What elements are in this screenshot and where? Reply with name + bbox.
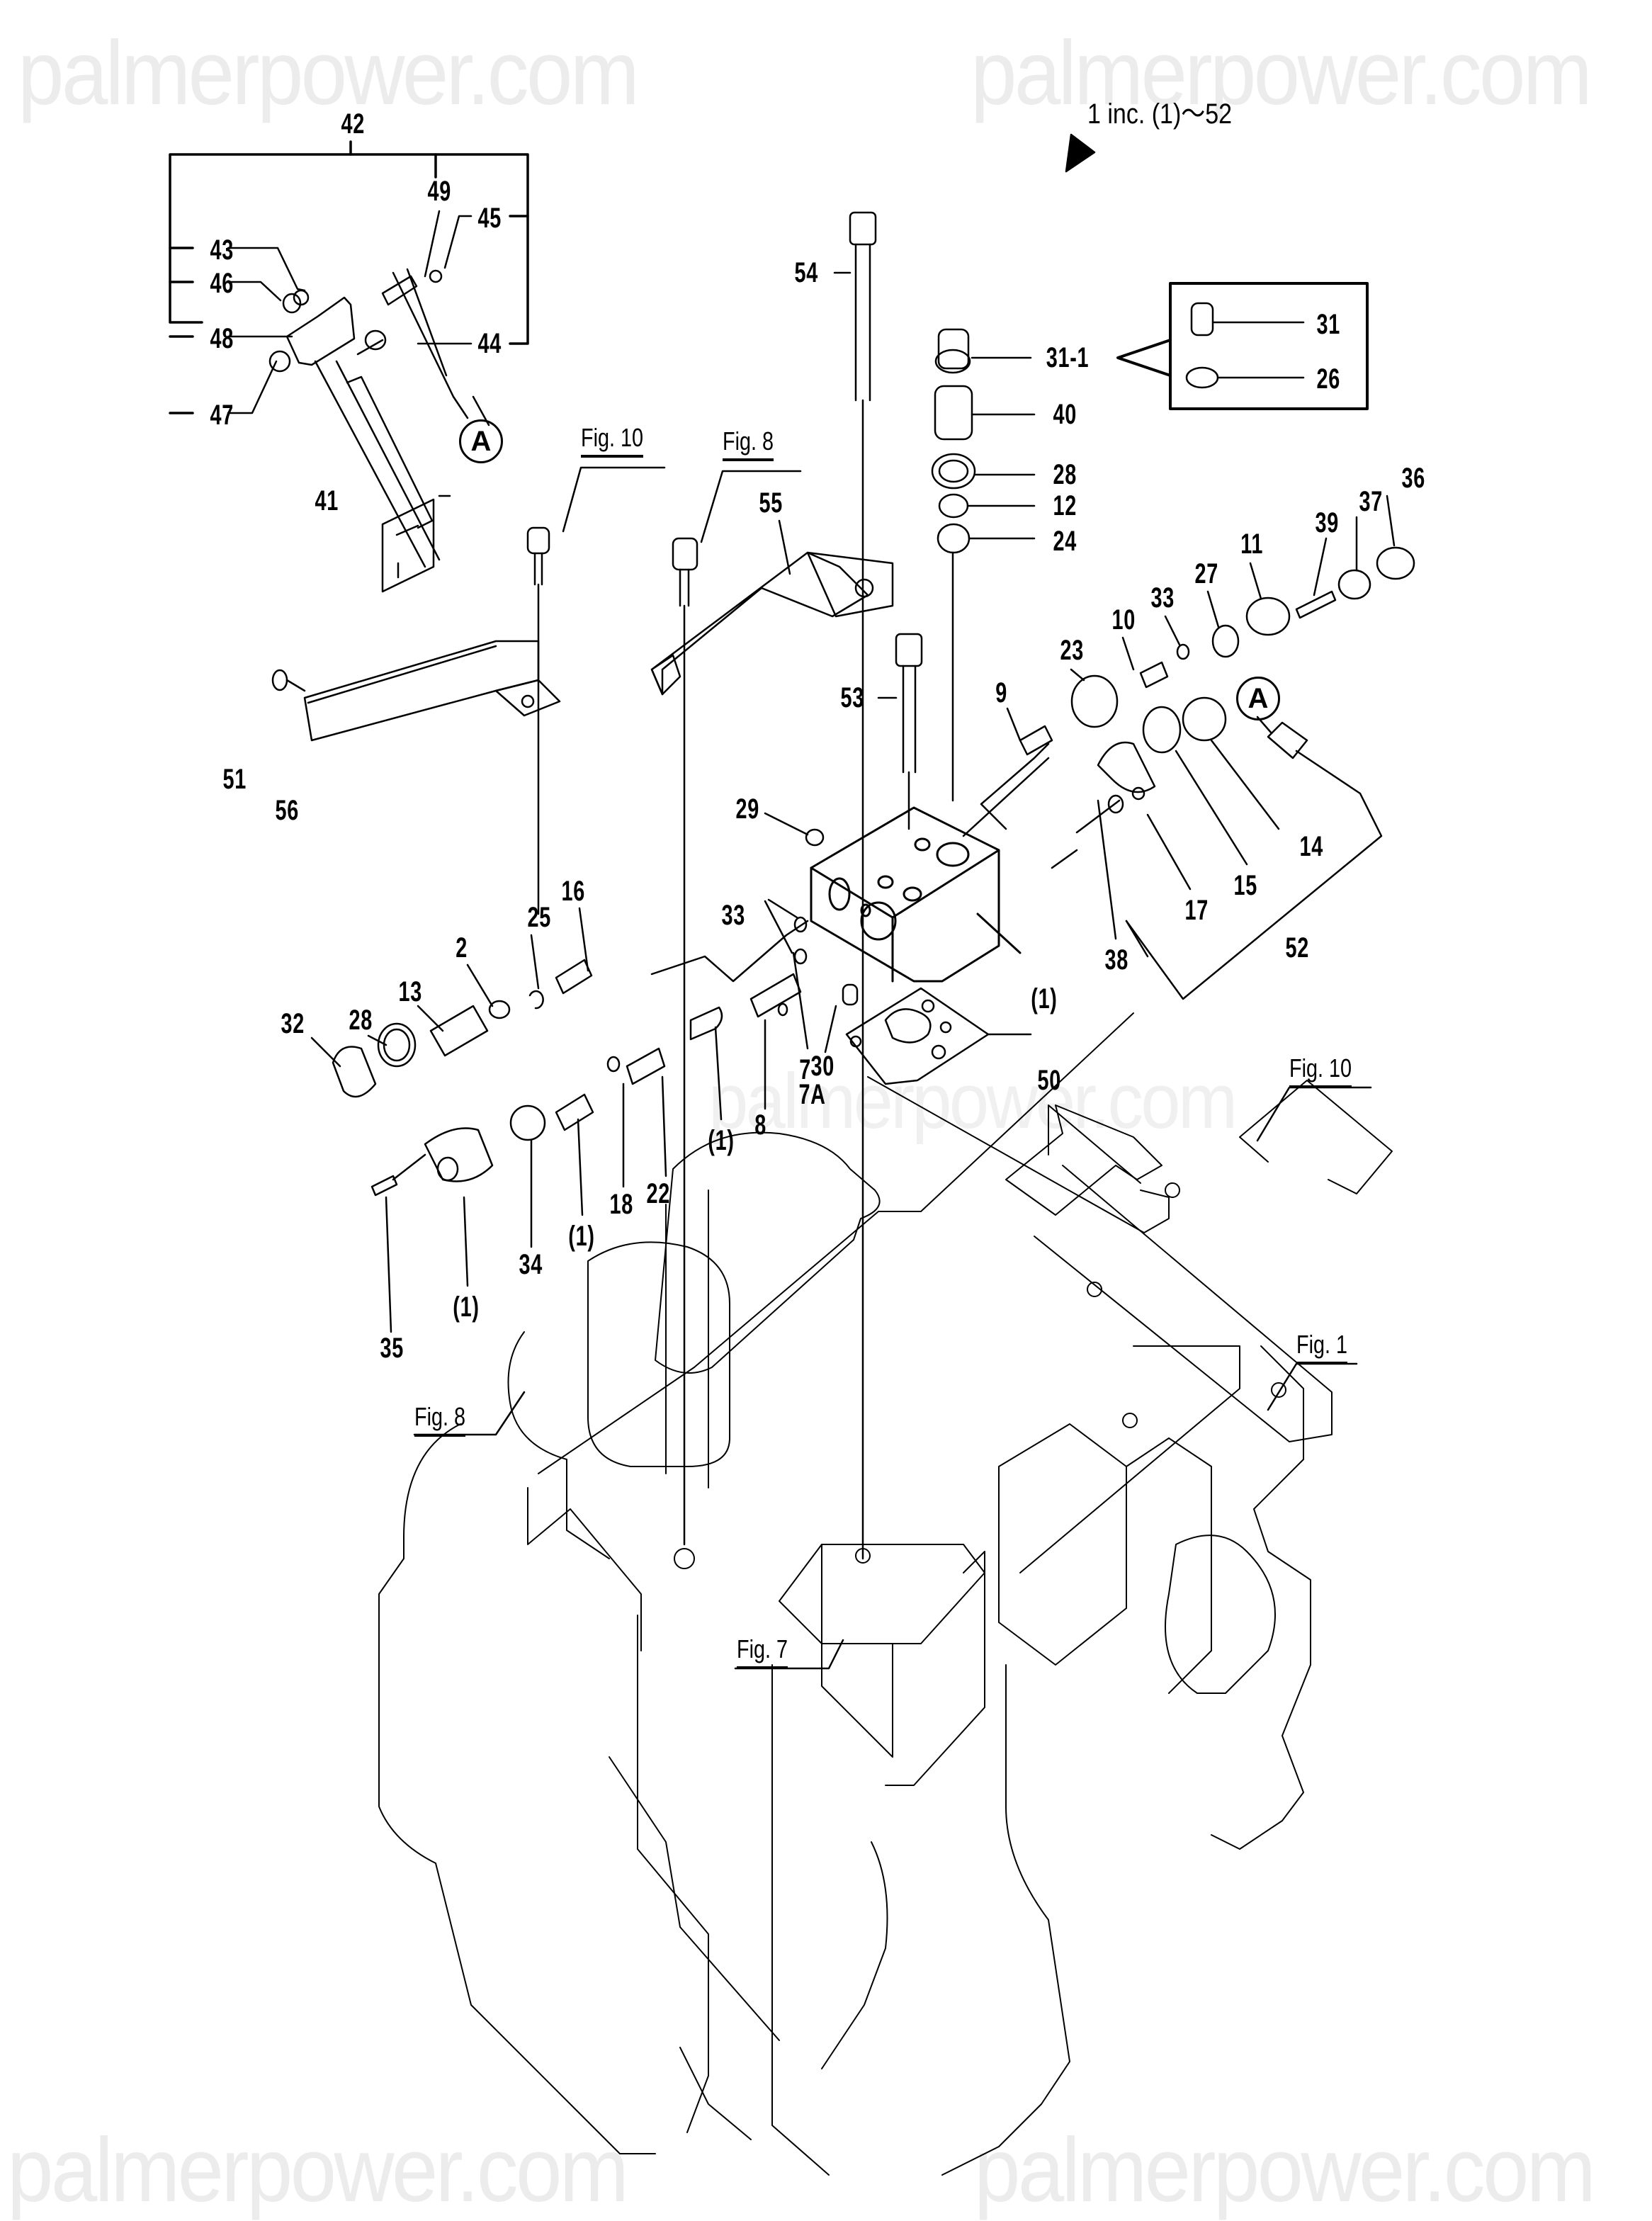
callout-7: 7	[799, 1054, 811, 1085]
valve-block	[811, 808, 1020, 981]
callout-56: 56	[275, 795, 299, 826]
callout-28-left: 28	[349, 1005, 373, 1036]
callout-37: 37	[1359, 486, 1383, 517]
callout-10: 10	[1111, 604, 1136, 635]
leaders-right	[1007, 496, 1394, 939]
watermark-top-left: palmerpower.com	[18, 23, 640, 124]
fig-ref-10-right[interactable]: Fig. 10	[1289, 1056, 1352, 1088]
callout-7a: 7A	[798, 1079, 826, 1110]
callout-9: 9	[995, 677, 1007, 708]
engine-outline	[379, 1013, 1392, 2175]
callout-15: 15	[1233, 870, 1257, 901]
callout-33-mid: 33	[721, 900, 745, 931]
fig-ref-10-top[interactable]: Fig. 10	[581, 425, 644, 458]
assembly-includes-note: 1 inc. (1)～52	[1087, 98, 1233, 130]
callout-40: 40	[1053, 399, 1077, 430]
linkage-parts	[270, 269, 468, 567]
callout-30: 30	[810, 1051, 835, 1082]
callout-53: 53	[840, 682, 864, 713]
watermark-middle: palmerpower.com	[708, 1058, 1238, 1145]
fig-ref-1[interactable]: Fig. 1	[1296, 1332, 1348, 1364]
callout-47: 47	[210, 400, 234, 431]
callout-1-valve-block: (1)	[1031, 983, 1058, 1015]
callout-39: 39	[1315, 507, 1339, 538]
callout-18: 18	[609, 1189, 633, 1220]
callout-38: 38	[1104, 944, 1128, 976]
leaders-42	[228, 211, 489, 425]
callout-29: 29	[735, 793, 759, 825]
callout-2: 2	[456, 932, 468, 963]
assembly-arrow-icon	[1066, 135, 1094, 171]
callout-13: 13	[398, 976, 422, 1007]
fig-ref-7[interactable]: Fig. 7	[737, 1637, 788, 1669]
callout-17: 17	[1184, 895, 1209, 926]
callout-51: 51	[222, 764, 247, 795]
callout-54: 54	[794, 257, 818, 288]
callout-36: 36	[1401, 463, 1425, 494]
callout-42: 42	[341, 108, 365, 140]
callout-50: 50	[1037, 1065, 1061, 1096]
callout-25: 25	[527, 902, 551, 933]
fig-ref-8-left[interactable]: Fig. 8	[414, 1404, 466, 1437]
callout-1-sleeve: (1)	[708, 1125, 735, 1156]
callout-27: 27	[1194, 558, 1218, 589]
fig-ref-8-top[interactable]: Fig. 8	[723, 429, 774, 461]
callout-12: 12	[1053, 490, 1077, 521]
adjuster-parts	[963, 548, 1414, 999]
callout-31-1: 31-1	[1046, 342, 1090, 373]
callout-1-plug: (1)	[568, 1221, 595, 1252]
bolts	[528, 213, 922, 1559]
connection-a-marker-top: A	[459, 419, 503, 463]
callout-55: 55	[759, 487, 783, 519]
mounting-brackets	[273, 496, 893, 740]
callout-45: 45	[477, 203, 502, 234]
spool-parts	[333, 813, 857, 1195]
callout-48: 48	[210, 323, 234, 354]
callout-43: 43	[210, 234, 234, 266]
watermark-top-right: palmerpower.com	[971, 23, 1592, 124]
callout-8: 8	[754, 1109, 766, 1141]
bracket-42-group	[170, 142, 528, 413]
callout-41: 41	[315, 485, 339, 516]
callout-11: 11	[1240, 529, 1264, 560]
fig-leaders-top	[563, 273, 896, 698]
callout-52: 52	[1285, 932, 1309, 963]
callout-1-cover: (1)	[453, 1292, 480, 1323]
callout-23: 23	[1060, 635, 1084, 666]
callout-28-top: 28	[1053, 459, 1077, 490]
callout-46: 46	[210, 268, 234, 299]
callout-34: 34	[519, 1249, 543, 1280]
fig-leaders-lower	[414, 1087, 1371, 1668]
gasket-50	[847, 988, 1031, 1084]
callout-44: 44	[477, 328, 502, 359]
callout-16: 16	[561, 876, 585, 907]
callout-26: 26	[1316, 363, 1340, 395]
connection-a-marker-right: A	[1236, 677, 1280, 720]
callout-31: 31	[1316, 309, 1340, 340]
callout-14: 14	[1299, 831, 1323, 862]
callout-33-top: 33	[1150, 582, 1175, 614]
callout-35: 35	[380, 1333, 404, 1364]
callout-49: 49	[427, 176, 451, 207]
leaders-left	[312, 908, 836, 1332]
callout-32: 32	[281, 1008, 305, 1039]
plug-stack	[932, 283, 1367, 801]
callout-22: 22	[646, 1178, 670, 1209]
callout-24: 24	[1053, 526, 1077, 557]
